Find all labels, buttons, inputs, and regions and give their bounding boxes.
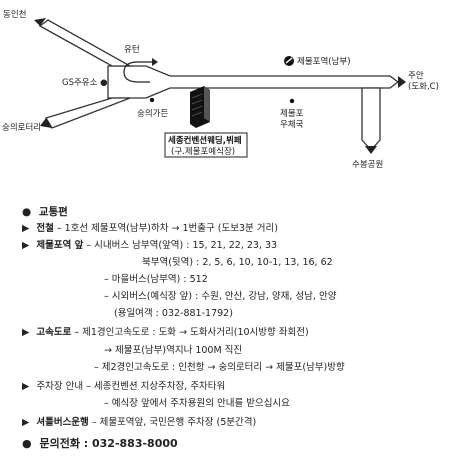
arrow-icon: ▶ bbox=[22, 381, 30, 392]
arrow-icon: ▶ bbox=[22, 417, 30, 428]
label-post-office: 제물포 bbox=[280, 109, 304, 119]
highway-head: 고속도로 bbox=[36, 327, 72, 338]
label-post-office-sub: 우체국 bbox=[280, 119, 304, 130]
traffic-heading: ● 교통편 bbox=[22, 204, 68, 220]
parking-guide-line: – 예식장 앞에서 주차용원의 안내를 받으십시요 bbox=[104, 398, 290, 409]
station-row: ▶ 제물포역 앞 – 시내버스 남부역(앞역) : 15, 21, 22, 23… bbox=[22, 239, 277, 254]
label-sungui-garden: 숭의가든 bbox=[137, 108, 168, 119]
arrow-icon: ▶ bbox=[22, 327, 30, 338]
north-bus-line: 북부역(뒷역) : 2, 5, 6, 10, 10-1, 13, 16, 62 bbox=[142, 257, 333, 268]
subway-row: ▶ 전철 – 1호선 제물포역(남부)하차 → 1번출구 (도보3분 거리) bbox=[22, 222, 278, 237]
location-map: 동인천 유턴 GS주유소 ● 숭의로터리 숭의가든 제물포역(남부) 주안 (도… bbox=[2, 9, 439, 170]
arrow-subong-icon bbox=[365, 146, 377, 154]
venue-former-name: (구.제물포예식장) bbox=[171, 146, 235, 157]
station-text: – 시내버스 남부역(앞역) : 15, 21, 22, 23, 33 bbox=[83, 240, 278, 251]
uturn-arrowhead bbox=[152, 58, 158, 66]
venue-label-box bbox=[164, 132, 248, 158]
label-gs-station: GS주유소 ● bbox=[62, 78, 108, 88]
arrow-icon: ▶ bbox=[22, 240, 30, 251]
label-uturn: 유턴 bbox=[124, 44, 140, 55]
village-bus-line: – 마을버스(남부역) : 512 bbox=[104, 274, 208, 285]
parking-row: ▶ 주차장 안내 – 세종컨벤션 지상주차장, 주차타워 bbox=[22, 380, 225, 395]
shuttle-row: ▶ 셔틀버스운행 – 제물포역앞, 국민은행 주차장 (5분간격) bbox=[22, 416, 256, 431]
arrow-sungui-icon bbox=[40, 118, 52, 128]
bullet-icon: ● bbox=[22, 206, 32, 218]
label-jemulpo-station: 제물포역(남부) bbox=[297, 56, 351, 67]
contact-phone: 문의전화 : 032-883-8000 bbox=[39, 437, 178, 450]
station-head: 제물포역 앞 bbox=[36, 240, 84, 251]
post-office-dot bbox=[289, 98, 295, 104]
uturn-arrow bbox=[123, 61, 152, 83]
bullet-icon: ● bbox=[22, 437, 32, 450]
road-dongincheon bbox=[38, 19, 133, 67]
arrow-dongincheon-icon bbox=[34, 18, 46, 26]
label-juan: 주안 bbox=[408, 70, 424, 81]
highway-row: ▶ 고속도로 – 제1경인고속도로 : 도화 → 도화사거리(10시방향 좌회전… bbox=[22, 326, 309, 341]
highway1-continued: → 제물포(남부)역지나 100M 직진 bbox=[104, 345, 243, 356]
subway-text: – 1호선 제물포역(남부)하차 → 1번출구 (도보3분 거리) bbox=[53, 223, 278, 234]
road-subong bbox=[361, 87, 381, 151]
subway-station-icon bbox=[284, 56, 294, 66]
sungui-garden-dot bbox=[149, 97, 155, 103]
highway1-text: – 제1경인고속도로 : 도화 → 도화사거리(10시방향 좌회전) bbox=[71, 327, 309, 338]
arrow-juan-icon bbox=[398, 76, 406, 88]
subway-head: 전철 bbox=[36, 223, 54, 234]
contact-row: ● 문의전화 : 032-883-8000 bbox=[22, 435, 178, 452]
venue-name: 세종컨벤션웨딩,뷔페 bbox=[168, 135, 242, 146]
venue-building-icon bbox=[190, 86, 210, 128]
label-sungui-rotary: 숭의로터리 bbox=[2, 122, 41, 133]
label-subong-park: 수봉공원 bbox=[352, 160, 383, 170]
label-juan-sub: (도화,C) bbox=[408, 82, 439, 92]
main-road bbox=[107, 65, 400, 99]
traffic-title: 교통편 bbox=[38, 206, 68, 218]
highway2-line: – 제2경인고속도로 : 인천항 → 숭의로터리 → 제물포(남부)방향 bbox=[94, 362, 345, 373]
arrow-icon: ▶ bbox=[22, 223, 30, 234]
label-dongincheon: 동인천 bbox=[3, 9, 26, 20]
shuttle-head: 셔틀버스운행 bbox=[36, 417, 89, 428]
intercity-bus-line: – 시외버스(예식장 앞) : 수원, 안산, 강남, 양재, 성남, 안양 bbox=[104, 291, 337, 302]
reservation-line: (용일여객 : 032-881-1792) bbox=[114, 308, 233, 319]
shuttle-text: – 제물포역앞, 국민은행 주차장 (5분간격) bbox=[88, 417, 257, 428]
road-sungui bbox=[45, 97, 131, 129]
parking-text: 주차장 안내 – 세종컨벤션 지상주차장, 주차타워 bbox=[36, 381, 226, 392]
